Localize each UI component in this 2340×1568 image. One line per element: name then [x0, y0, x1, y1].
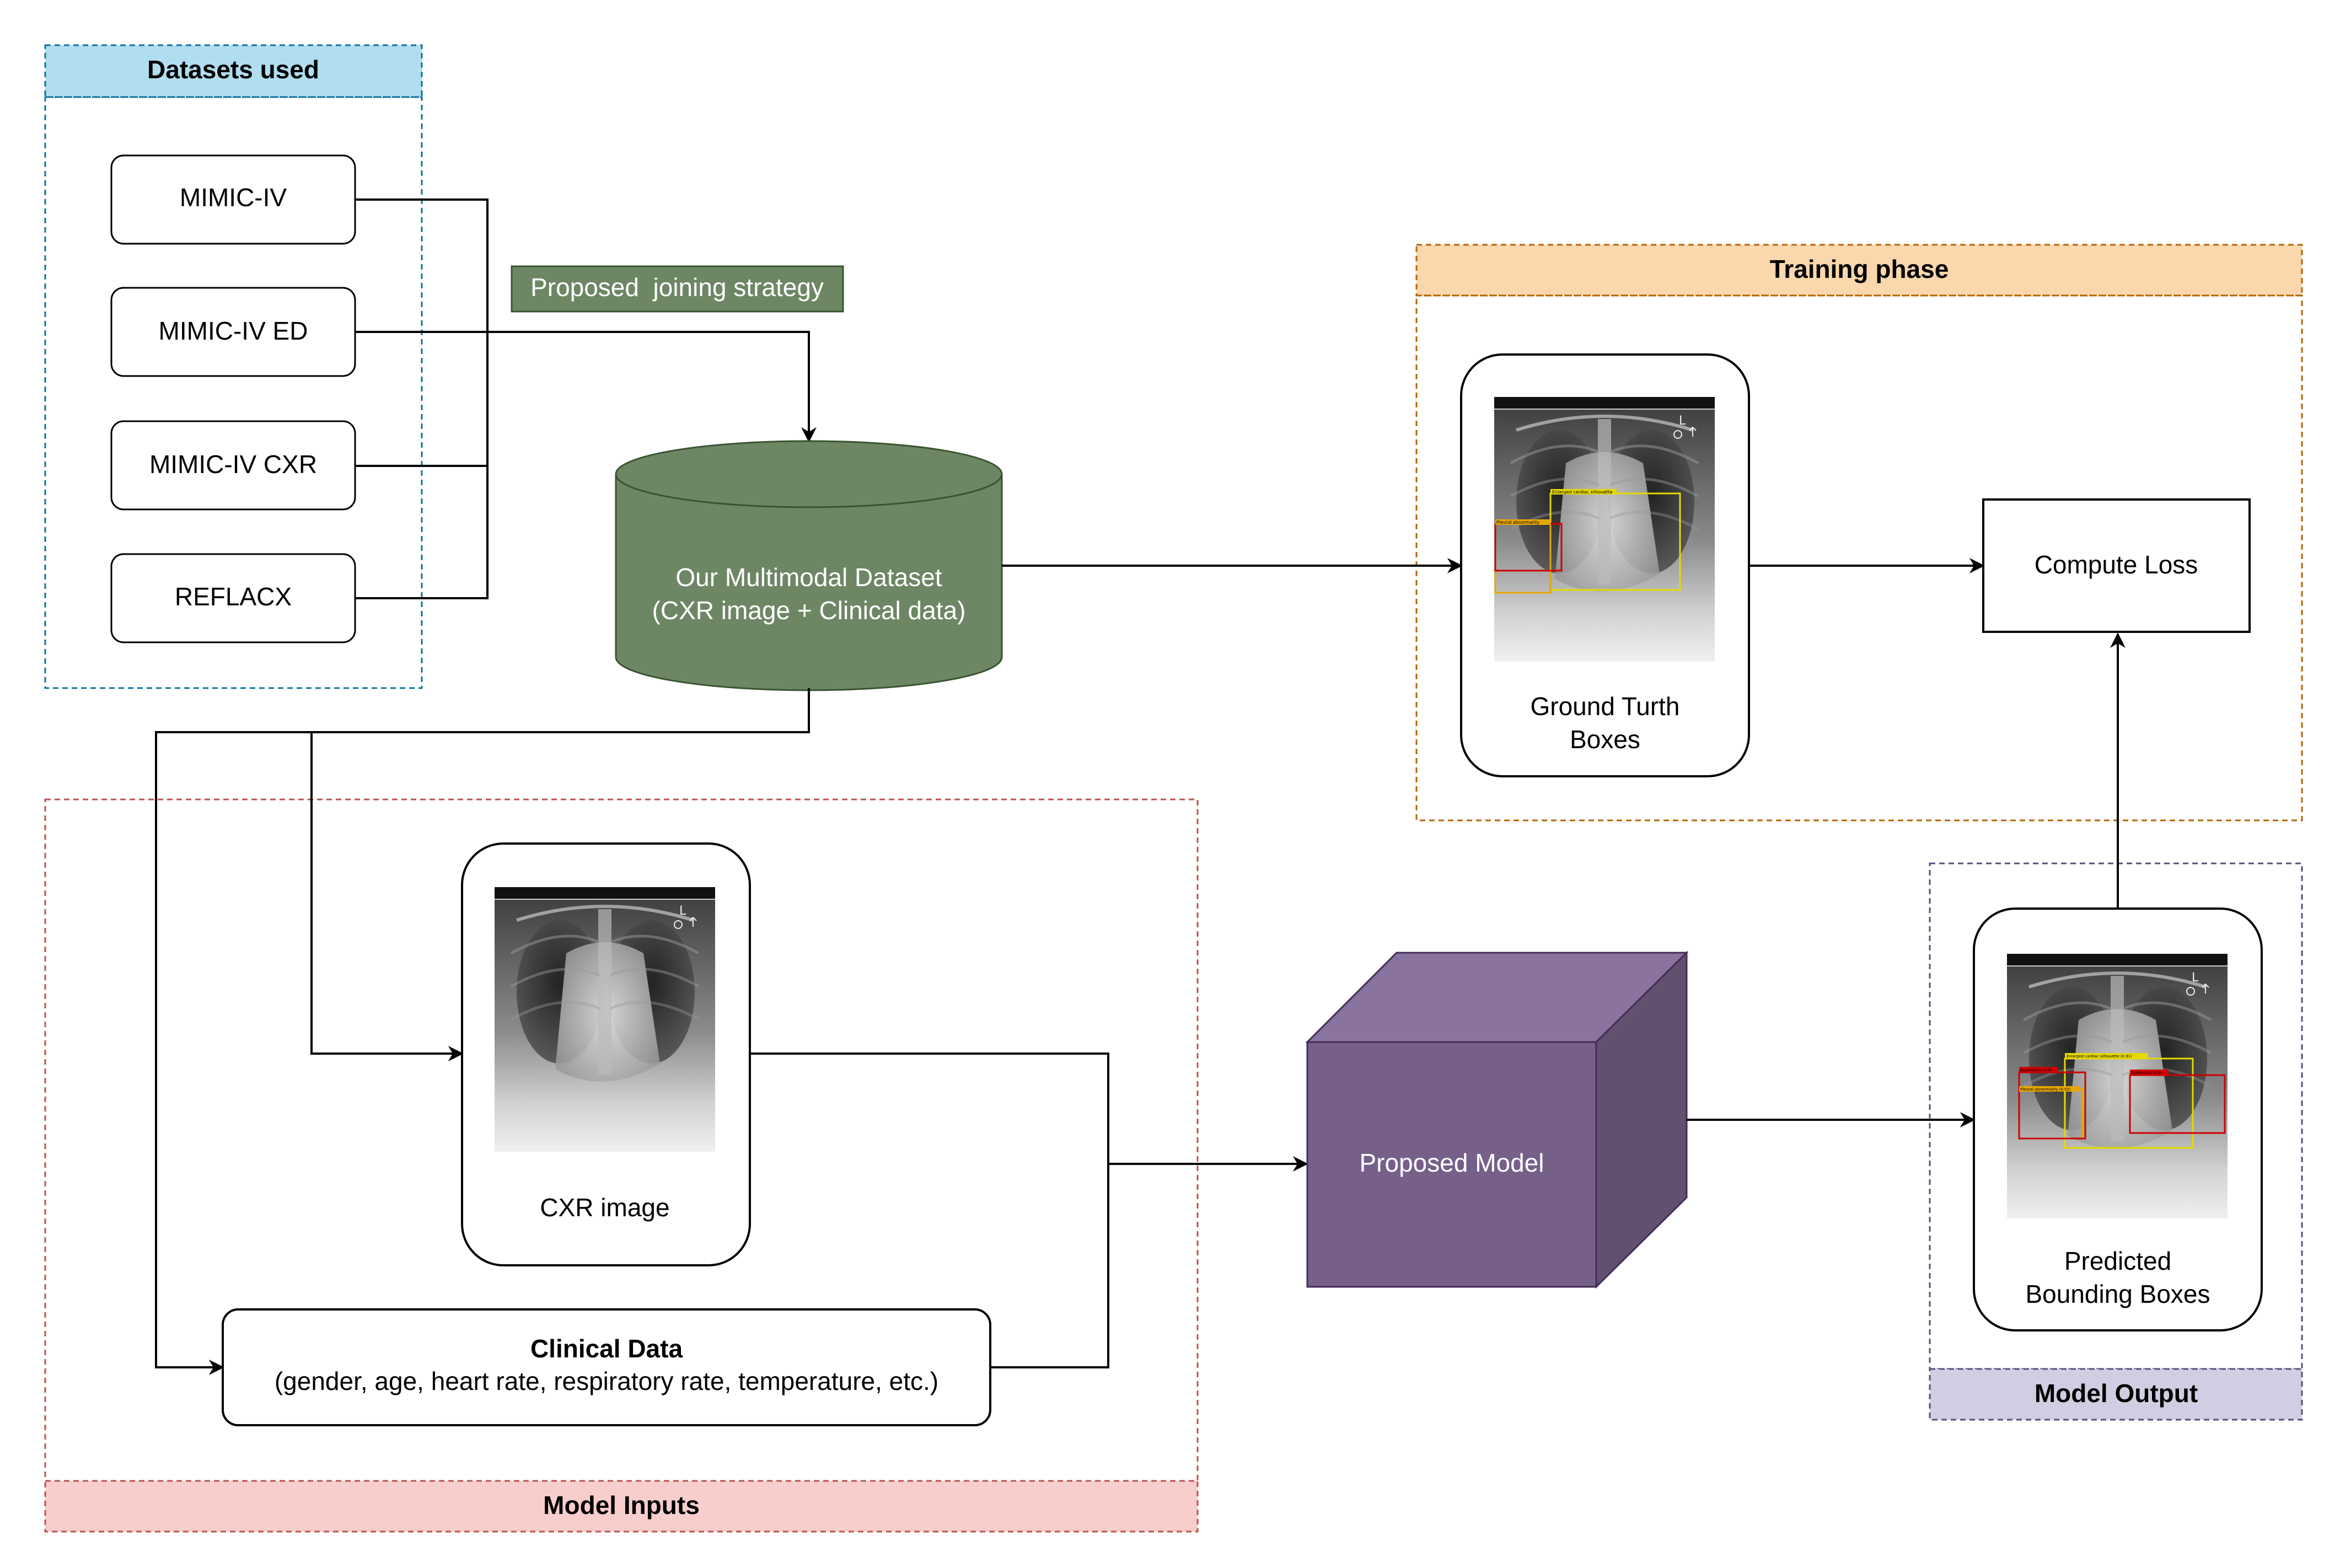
ground-truth-xray-image: [1494, 397, 1715, 662]
proposed-model-label: Proposed Model: [1360, 1148, 1544, 1177]
ground-truth-label-line2: Boxes: [1570, 725, 1640, 754]
output-title: Model Output: [2035, 1379, 2198, 1408]
ground-truth-label-line1: Ground Turth: [1530, 692, 1679, 721]
gt-annotation-pleural: Pleural abnormality: [1496, 520, 1539, 525]
datasets-header-bg: [44, 44, 423, 98]
proposed-model-cube[interactable]: Proposed Model: [1305, 951, 1689, 1289]
cxr-xray-image: [495, 887, 715, 1152]
gt-annotation-enlarged: Enlarged cardiac silhouette: [1552, 490, 1612, 495]
datasets-container: [44, 96, 423, 689]
datasets-title: Datasets used: [147, 55, 319, 84]
output-group: Model Output Enlarged cardiac silhouette…: [1929, 862, 2303, 1421]
dataset-label-mimic-iv-cxr: MIMIC-IV CXR: [149, 450, 317, 479]
compute-loss-box[interactable]: [1982, 498, 2251, 633]
inputs-group: Model Inputs CXR image Clinical Data (ge…: [44, 798, 1199, 1533]
multimodal-line1: Our Multimodal Dataset: [675, 563, 942, 592]
compute-loss-label: Compute Loss: [2035, 550, 2198, 579]
pred-annotation-pleural: Pleural abnormality (0.52): [2020, 1087, 2071, 1092]
dataset-label-mimic-iv-ed: MIMIC-IV ED: [159, 316, 308, 345]
clinical-data-title: Clinical Data: [530, 1334, 683, 1363]
dataset-label-reflacx: REFLACX: [175, 582, 292, 611]
predicted-label-line2: Bounding Boxes: [2025, 1280, 2210, 1308]
datasets-group: Datasets used MIMIC-IV MIMIC-IV ED MIMIC…: [44, 44, 423, 689]
training-group: Training phase Enlarged cardiac silhouet…: [1415, 244, 2303, 821]
multimodal-dataset-cylinder[interactable]: Our Multimodal Dataset (CXR image + Clin…: [615, 440, 1003, 691]
pred-annotation-atelectasis-left: Atelectasis (0.6): [2020, 1068, 2052, 1072]
ground-truth-boxes-overlay: Enlarged cardiac silhouette Pleural abno…: [1494, 489, 1681, 594]
inputs-header-bg: [44, 1480, 1199, 1533]
join-strategy-tag: Proposed joining strategy: [511, 265, 844, 313]
pred-annotation-enlarged: Enlarged cardiac silhouette (0.91): [2067, 1054, 2132, 1059]
dataset-label-mimic-iv: MIMIC-IV: [180, 183, 287, 212]
predicted-boxes-overlay: Enlarged cardiac silhouette (0.91) Atele…: [2018, 1053, 2226, 1149]
inputs-title: Model Inputs: [543, 1491, 700, 1519]
input-connectors: [155, 558, 1985, 1375]
multimodal-line2: (CXR image + Clinical data): [652, 596, 966, 625]
output-header-bg: [1929, 1368, 2303, 1421]
training-container: [1415, 294, 2303, 821]
training-header-bg: [1415, 244, 2303, 297]
predicted-label-line1: Predicted: [2064, 1247, 2171, 1275]
dataset-connectors: [355, 198, 817, 599]
clinical-data-subtitle: (gender, age, heart rate, respiratory ra…: [275, 1367, 938, 1395]
join-strategy-label: Proposed joining strategy: [530, 273, 824, 302]
pred-annotation-atelectasis-right: Atelectasis (0.6): [2131, 1071, 2162, 1075]
cxr-image-label: CXR image: [540, 1193, 669, 1222]
training-title: Training phase: [1770, 255, 1949, 283]
join-strategy-bg: [511, 265, 844, 313]
